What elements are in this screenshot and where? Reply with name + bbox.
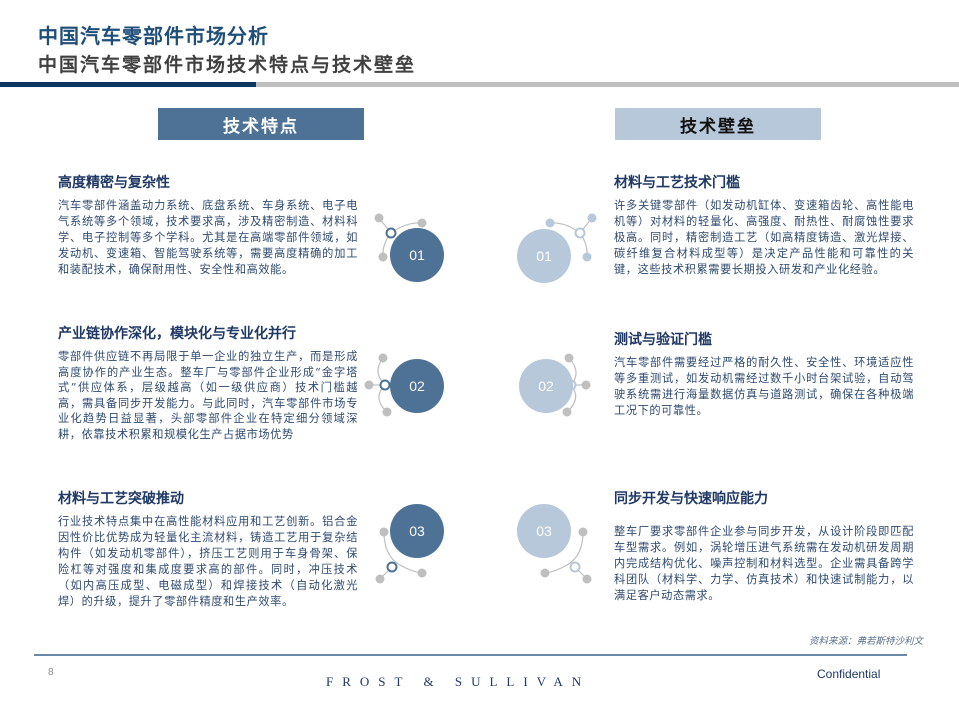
section-title: 同步开发与快速响应能力 [614, 491, 768, 507]
column-header-tech-barriers: 技术壁垒 [615, 108, 821, 140]
header-divider-light [256, 82, 959, 87]
section-title: 高度精密与复杂性 [58, 175, 170, 191]
column-header-tech-features: 技术特点 [158, 108, 364, 140]
section-title: 测试与验证门槛 [614, 332, 712, 348]
section-body: 零部件供应链不再局限于单一企业的独立生产，而是形成高度协作的产业生态。整车厂与零… [58, 350, 358, 441]
step-badge-left-01: 01 [390, 228, 444, 282]
node-decoration-icon [540, 527, 592, 584]
node-decoration-icon [374, 213, 427, 262]
section-body: 汽车零部件需要经过严格的耐久性、安全性、环境适应性等多重测试，如发动机需经过数千… [614, 356, 914, 417]
page-title: 中国汽车零部件市场分析 [38, 24, 269, 48]
left-section-2: 产业链协作深化，模块化与专业化并行 零部件供应链不再局限于单一企业的独立生产，而… [58, 323, 358, 442]
section-title: 材料与工艺技术门槛 [614, 175, 740, 191]
step-badge-right-01: 01 [517, 229, 571, 283]
step-badge-right-03: 03 [517, 504, 571, 558]
step-badge-right-02: 02 [519, 359, 573, 413]
confidential-label: Confidential [817, 667, 881, 681]
left-section-1: 高度精密与复杂性 汽车零部件涵盖动力系统、底盘系统、车身系统、电子电气系统等多个… [58, 172, 358, 278]
right-section-1: 材料与工艺技术门槛 许多关键零部件（如发动机缸体、变速箱齿轮、高性能电机等）对材… [614, 172, 914, 278]
node-decoration-icon [545, 213, 597, 262]
node-decoration-icon [364, 353, 392, 417]
step-badge-left-02: 02 [390, 359, 444, 413]
node-decoration-icon [375, 527, 427, 584]
section-title: 材料与工艺突破推动 [58, 491, 184, 507]
section-title: 产业链协作深化，模块化与专业化并行 [58, 326, 296, 342]
section-body: 许多关键零部件（如发动机缸体、变速箱齿轮、高性能电机等）对材料的轻量化、高强度、… [614, 199, 914, 276]
header-divider-dark [0, 82, 256, 87]
brand-logo-text: FROST & SULLIVAN [326, 674, 591, 689]
footer-divider [34, 654, 907, 656]
step-badge-left-03: 03 [390, 504, 444, 558]
section-body: 汽车零部件涵盖动力系统、底盘系统、车身系统、电子电气系统等多个领域，技术要求高，… [58, 199, 358, 276]
right-section-2: 测试与验证门槛 汽车零部件需要经过严格的耐久性、安全性、环境适应性等多重测试，如… [614, 329, 914, 419]
page-subtitle: 中国汽车零部件市场技术特点与技术壁垒 [38, 54, 417, 76]
section-body: 整车厂要求零部件企业参与同步开发，从设计阶段即匹配车型需求。例如，涡轮增压进气系… [614, 525, 914, 602]
right-section-3: 同步开发与快速响应能力 整车厂要求零部件企业参与同步开发，从设计阶段即匹配车型需… [614, 488, 914, 604]
page-number: 8 [48, 667, 54, 678]
left-section-3: 材料与工艺突破推动 行业技术特点集中在高性能材料应用和工艺创新。铝合金因性价比优… [58, 488, 358, 610]
section-body: 行业技术特点集中在高性能材料应用和工艺创新。铝合金因性价比优势成为轻量化主流材料… [58, 515, 358, 608]
source-note: 资料来源：弗若斯特沙利文 [808, 636, 923, 647]
